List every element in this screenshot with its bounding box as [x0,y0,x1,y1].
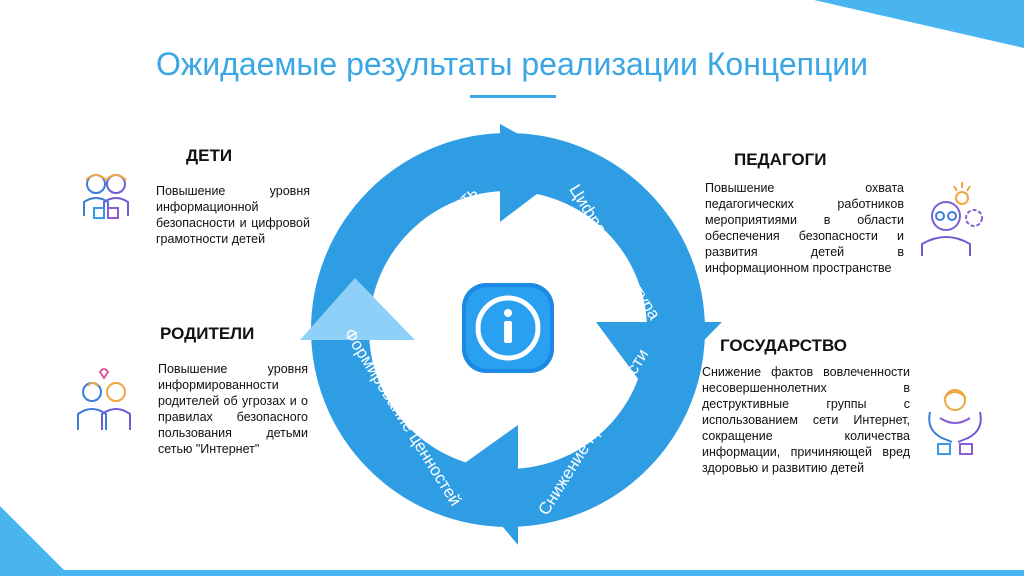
heading-teachers: ПЕДАГОГИ [734,150,827,169]
heading-children: ДЕТИ [186,146,233,165]
parents-icon [77,368,131,430]
teacher-icon [921,182,983,256]
desc-children: Повышение уровня информационной безопасн… [156,184,310,246]
arrow-left [300,278,415,340]
slide-title: Ожидаемые результаты реализации Концепци… [155,46,869,82]
children-icon [83,174,129,219]
desc-parents: Повышение уровня информированности родит… [158,362,308,456]
arrow-right [596,322,722,395]
corner-decoration-bottom [0,506,70,576]
desc-state: Снижение фактов вовлеченности несовершен… [702,365,910,475]
heading-state: ГОСУДАРСТВО [720,336,848,355]
title-underline [470,95,556,98]
heading-parents: РОДИТЕЛИ [160,324,255,343]
desc-teachers: Повышение охвата педагогических работник… [705,181,904,275]
bottom-line [0,570,1024,576]
info-icon [462,283,554,373]
arrow-top [500,124,575,222]
arrow-bottom [455,425,518,545]
care-hands-icon [928,389,982,455]
corner-decoration-top [814,0,1024,48]
